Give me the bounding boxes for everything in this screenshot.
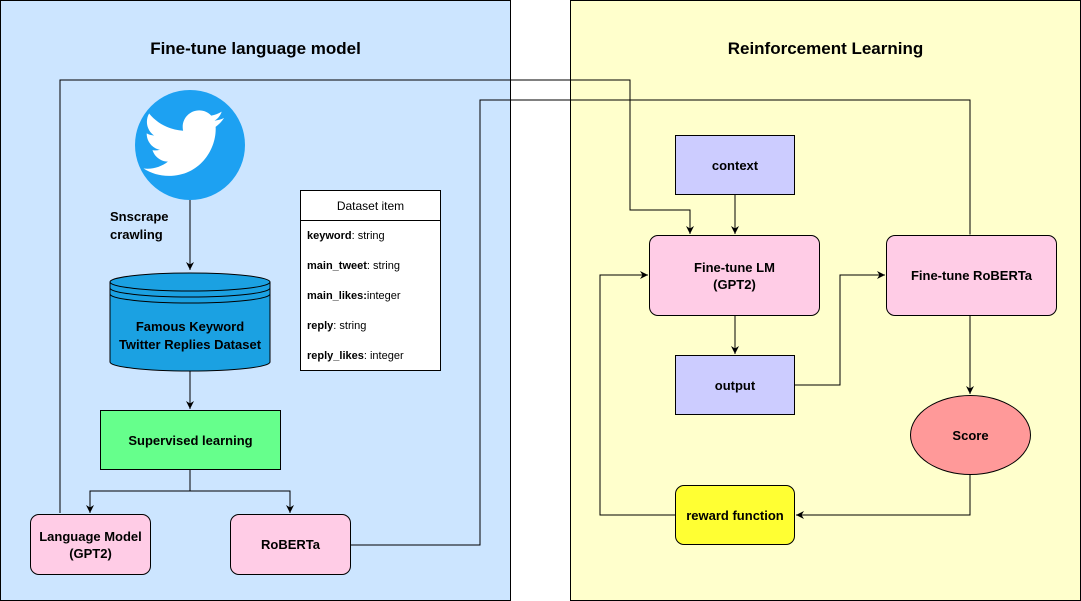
edge-supervised-to-roberta [190,490,294,513]
dataset-field-row: main_likes: integer [307,290,401,302]
reward-function-node: reward function [675,485,795,545]
fine-tune-panel-title: Fine-tune language model [150,39,361,58]
supervised-learning-node: Supervised learning [100,410,281,470]
twitter-bird-icon [135,90,245,200]
edge-lm-to-finetune-lm [59,79,694,513]
finetune-lm-node: Fine-tune LM (GPT2) [649,235,820,316]
edge-score-to-reward [796,475,971,519]
dataset-item-title: Dataset item [301,191,440,221]
roberta-node: RoBERTa [230,514,351,575]
score-node: Score [910,395,1031,475]
dataset-field-row: reply: string [307,320,367,332]
dataset-label: Famous Keyword Twitter Replies Dataset [118,319,262,352]
dataset-item-table: Dataset item keyword: string main_tweet:… [300,190,441,371]
language-model-node: Language Model (GPT2) [30,514,151,575]
snscrape-label: Snscrape crawling [110,209,169,242]
edge-roberta-to-finetune-roberta [351,99,974,546]
edge-supervised-split [86,470,191,513]
dataset-field-row: keyword: string [307,230,385,242]
dataset-field-row: main_tweet: string [307,260,400,272]
edge-reward-to-finetune-lm [599,271,675,516]
dataset-cylinder [109,272,271,372]
edge-output-to-finetune-roberta [795,271,885,386]
dataset-field-row: reply_likes: integer [307,350,404,362]
output-node: output [675,355,795,415]
reinforcement-panel-title: Reinforcement Learning [727,39,924,58]
context-node: context [675,135,795,195]
finetune-roberta-node: Fine-tune RoBERTa [886,235,1057,316]
